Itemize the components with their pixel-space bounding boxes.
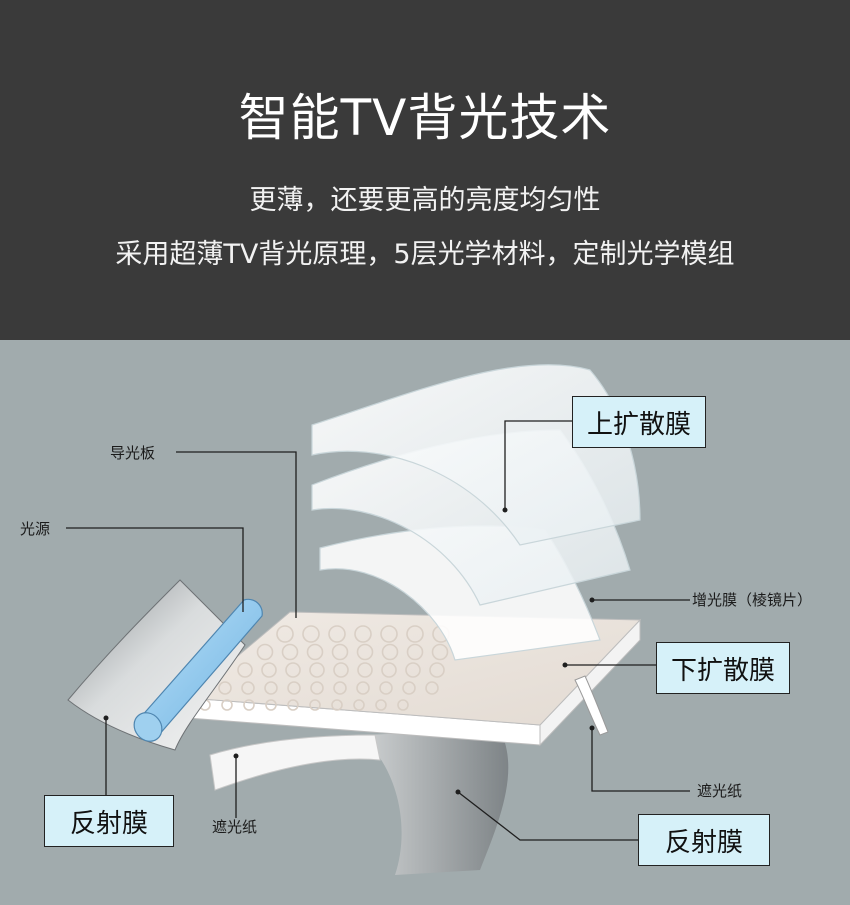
plate-dot bbox=[356, 643, 374, 661]
label-shading-paper-right: 遮光纸 bbox=[697, 782, 743, 800]
leader-light-source bbox=[66, 527, 244, 612]
leader-shading-paper-right bbox=[591, 728, 690, 792]
leader-light-guide bbox=[176, 451, 297, 618]
plate-dot bbox=[333, 681, 347, 695]
plate-dot bbox=[264, 681, 278, 695]
plate-dot bbox=[406, 643, 424, 661]
plate-dot bbox=[281, 643, 299, 661]
plate-dot bbox=[406, 625, 424, 643]
plate-dot bbox=[309, 662, 325, 678]
plate-dot bbox=[375, 699, 387, 711]
plate-dot bbox=[353, 699, 365, 711]
callout-reflector-left: 反射膜 bbox=[44, 795, 174, 847]
light-source-tube bbox=[133, 598, 263, 742]
plate-dot bbox=[241, 681, 255, 695]
leader-dots bbox=[103, 507, 595, 795]
subtitle-line-1: 更薄，还要更高的亮度均匀性 bbox=[249, 185, 601, 216]
plate-dot bbox=[285, 662, 301, 678]
plate-dot bbox=[302, 625, 320, 643]
plate-dot bbox=[357, 662, 373, 678]
plate-dot bbox=[237, 662, 253, 678]
plate-dot bbox=[431, 643, 449, 661]
plate-dot bbox=[331, 699, 343, 711]
label-light-source: 光源 bbox=[20, 520, 51, 538]
label-shading-paper-left: 遮光纸 bbox=[212, 818, 258, 836]
plate-dot bbox=[397, 699, 409, 711]
label-brightness-film: 增光膜（棱镜片） bbox=[692, 591, 813, 609]
callout-lower-diffuser: 下扩散膜 bbox=[656, 642, 790, 694]
plate-dot bbox=[218, 681, 232, 695]
plate-dot bbox=[429, 662, 445, 678]
plate-dot bbox=[354, 625, 372, 643]
callout-reflector-right: 反射膜 bbox=[638, 814, 770, 866]
plate-dot bbox=[379, 681, 393, 695]
subtitle-line-2: 采用超薄TV背光原理，5层光学材料，定制光学模组 bbox=[115, 239, 735, 270]
plate-dot bbox=[265, 699, 277, 711]
label-light-guide-plate: 导光板 bbox=[110, 444, 156, 462]
leader-lines bbox=[66, 420, 690, 841]
plate-dot bbox=[261, 662, 277, 678]
bottom-reflector-sheet bbox=[360, 730, 509, 875]
plate-dot bbox=[243, 699, 255, 711]
leader-reflector-right bbox=[457, 791, 638, 841]
plate-dot bbox=[425, 681, 439, 695]
plate-dot bbox=[306, 643, 324, 661]
plate-dot bbox=[333, 662, 349, 678]
plate-dot bbox=[276, 625, 294, 643]
page-title: 智能TV背光技术 bbox=[238, 89, 612, 147]
shading-paper-right bbox=[574, 675, 609, 736]
plate-dot bbox=[221, 699, 233, 711]
plate-dot bbox=[256, 643, 274, 661]
plate-dot bbox=[287, 699, 299, 711]
header-banner: 智能TV背光技术 更薄，还要更高的亮度均匀性 采用超薄TV背光原理，5层光学材料… bbox=[0, 0, 850, 340]
plate-dot bbox=[356, 681, 370, 695]
plate-dot bbox=[287, 681, 301, 695]
plate-dot bbox=[328, 625, 346, 643]
plate-dot bbox=[380, 625, 398, 643]
plate-dot bbox=[310, 681, 324, 695]
plate-dot bbox=[402, 681, 416, 695]
plate-dot bbox=[309, 699, 321, 711]
shading-paper-left bbox=[209, 734, 381, 791]
plate-dot bbox=[381, 662, 397, 678]
plate-dot bbox=[405, 662, 421, 678]
callout-upper-diffuser: 上扩散膜 bbox=[572, 396, 706, 448]
plate-dot bbox=[331, 643, 349, 661]
plate-dot bbox=[381, 643, 399, 661]
leader-upper-diffuser bbox=[504, 420, 572, 510]
